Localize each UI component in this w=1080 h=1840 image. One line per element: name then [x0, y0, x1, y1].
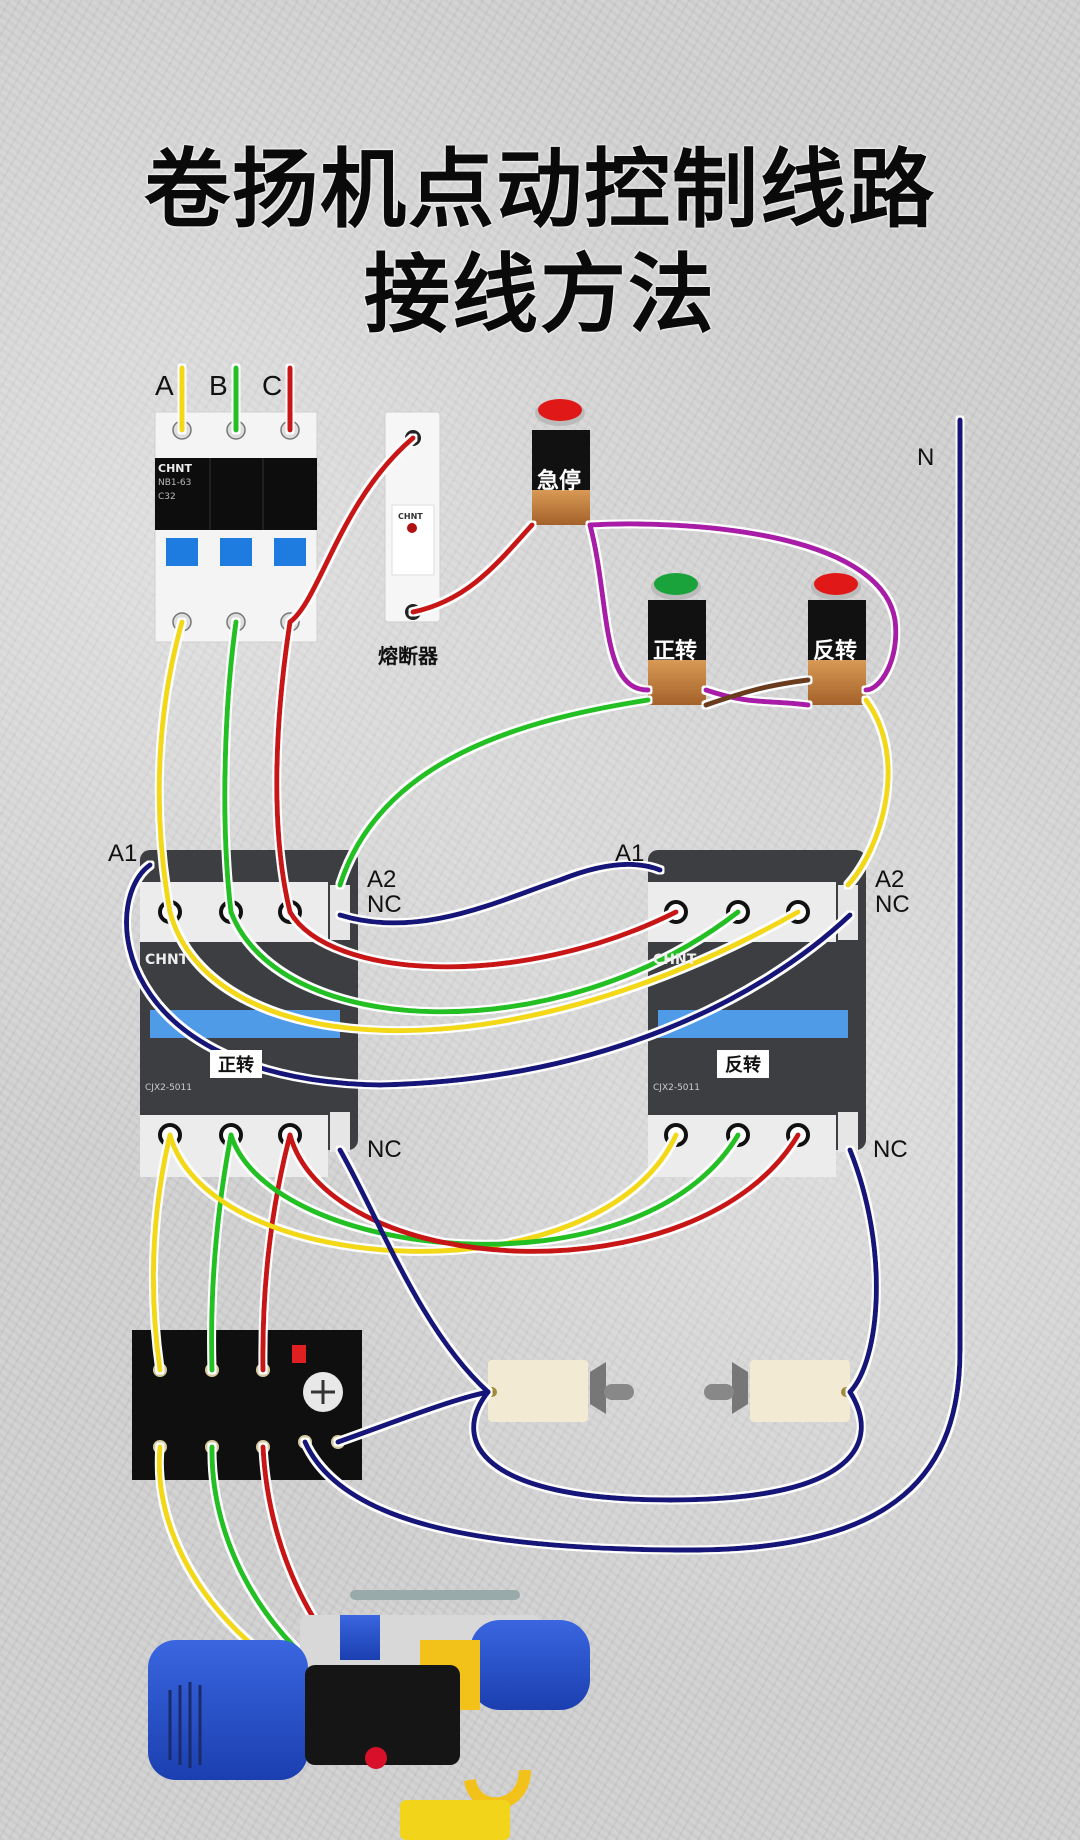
neutral-label: N	[917, 444, 935, 471]
kmr-nc-top-label: NC	[875, 891, 910, 918]
forward-button-label: 正转	[653, 639, 698, 664]
circuit-breaker	[154, 411, 318, 643]
fuse	[384, 411, 441, 623]
wire-c-kmf-to-kmr	[287, 909, 679, 970]
wire-a-kmr-out	[167, 1132, 679, 1254]
reverse-button-cap[interactable]	[814, 573, 858, 595]
wire-interlock-pf	[703, 687, 811, 708]
kmf-nc-bottom-label: NC	[367, 1136, 402, 1163]
kmr-label: 反转	[717, 1050, 769, 1078]
title-line-2: 接线方法	[364, 245, 716, 345]
forward-button[interactable]	[648, 573, 706, 705]
kmr-model: CJX2-5011	[653, 1083, 700, 1093]
fuse-brand: CHNT	[398, 512, 423, 521]
wire-breaker-to-fuse	[287, 435, 416, 625]
wire-b-kmf-to-relay	[209, 1132, 234, 1373]
breaker-brand: CHNT	[158, 462, 192, 475]
wire-b-breaker-to-kmf	[222, 619, 239, 915]
wire-kmr-nc-bottom	[847, 1147, 879, 1395]
wire-interlock-fp	[703, 677, 811, 708]
wire-relay-neutral-loop	[302, 1347, 963, 1553]
breaker-rating: C32	[158, 492, 176, 502]
wire-kmf-a1-neutral	[124, 862, 853, 1088]
phase-label-c: C	[262, 370, 283, 401]
limit-switch-up	[487, 1360, 634, 1422]
kmf-nc-top-label: NC	[367, 891, 402, 918]
emergency-stop-button[interactable]	[532, 399, 590, 525]
forward-button-cap[interactable]	[654, 573, 698, 595]
wire-c-kmf-to-relay	[260, 1132, 293, 1373]
kmr-nc-bottom-label: NC	[873, 1136, 908, 1163]
wire-b-kmf-to-kmr	[228, 909, 741, 1015]
limit-switch-down	[704, 1360, 851, 1422]
kmr-a1-label: A1	[615, 840, 645, 867]
reverse-contactor	[648, 850, 866, 1177]
fuse-label: 熔断器	[378, 644, 438, 668]
kmf-model: CJX2-5011	[145, 1083, 192, 1093]
kmf-a2-label: A2	[367, 866, 397, 893]
kmf-brand: CHNT	[145, 952, 189, 968]
wire-kmf-nc-bottom	[337, 1147, 491, 1395]
wire-reverse-to-kmr-coil	[845, 697, 891, 888]
kmf-label: 正转	[210, 1050, 262, 1078]
wire-a-kmf-to-kmr	[167, 909, 801, 1034]
wire-estop-to-buttons	[587, 521, 899, 693]
breaker-model: NB1-63	[158, 478, 192, 488]
wire-limit-loop	[471, 1389, 864, 1503]
wire-kmf-nc-to-kmr-a1	[337, 861, 663, 926]
phase-label-a: A	[155, 370, 174, 401]
wire-c-breaker-to-kmf	[274, 619, 293, 915]
wire-relay-to-limit	[335, 1389, 491, 1445]
wire-c-kmr-out	[287, 1132, 801, 1254]
kmr-brand: CHNT	[653, 952, 697, 968]
phase-label-b: B	[209, 370, 228, 401]
wire-a-breaker-to-kmf	[156, 619, 185, 915]
kmr-a2-label: A2	[875, 866, 905, 893]
reverse-button-label: 反转	[813, 639, 858, 664]
kmf-a1-label: A1	[108, 840, 138, 867]
winch-motor	[148, 1590, 590, 1840]
reverse-button[interactable]	[808, 573, 866, 705]
wire-estop-to-forward	[587, 522, 651, 693]
emergency-stop-label: 急停	[537, 469, 582, 494]
wire-fuse-to-estop	[410, 522, 535, 615]
emergency-stop-cap[interactable]	[538, 399, 582, 421]
reset-button[interactable]	[292, 1345, 306, 1363]
wire-a-kmf-to-relay	[150, 1132, 173, 1373]
title-line-1: 卷扬机点动控制线路	[144, 140, 936, 240]
wire-forward-to-kmf-coil	[337, 697, 651, 888]
forward-contactor	[140, 850, 358, 1177]
thermal-overload-relay	[132, 1330, 362, 1480]
